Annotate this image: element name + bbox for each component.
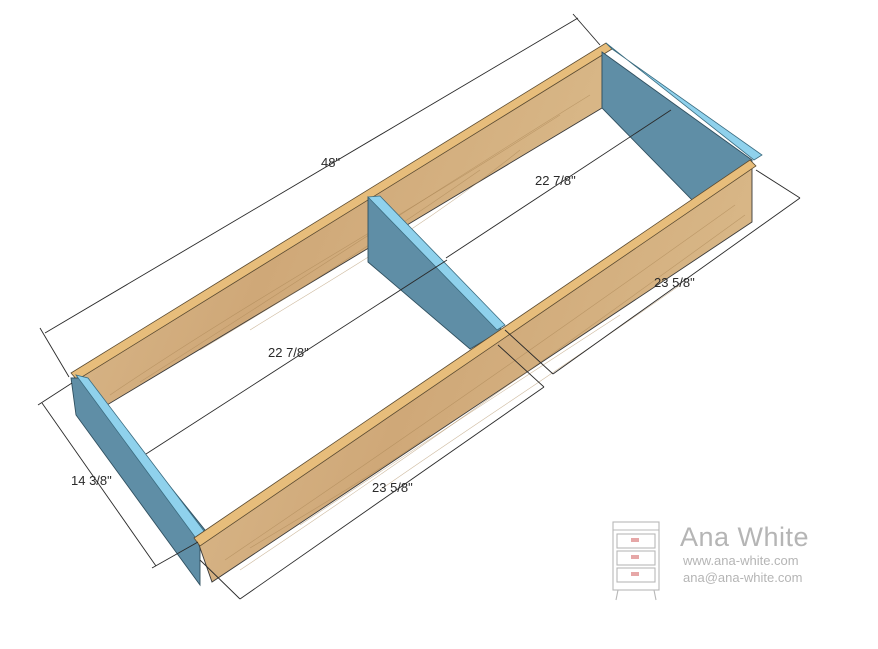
label-box-width: 14 3/8" (71, 473, 112, 488)
middle-divider-panel (367, 195, 506, 350)
front-board-grain (224, 204, 746, 571)
label-overall-length: 48" (321, 155, 340, 170)
dim-line-left-section (239, 386, 545, 600)
dim-line-right-section (552, 197, 801, 375)
dim-line-box-width (41, 402, 157, 567)
front-side-board (193, 159, 757, 583)
watermark-email: ana@ana-white.com (683, 570, 802, 585)
dimension-lines (37, 13, 801, 600)
dresser-logo-icon (612, 521, 660, 601)
dimension-labels: 48" 22 7/8" 22 7/8" 23 5/8" 23 5/8" 14 3… (71, 155, 695, 495)
label-back-bay-depth: 22 7/8" (535, 173, 576, 188)
label-front-bay-depth: 22 7/8" (268, 345, 309, 360)
watermark: Ana White www.ana-white.com ana@ana-whit… (612, 521, 809, 601)
left-end-panel (70, 374, 208, 587)
label-right-section-length: 23 5/8" (654, 275, 695, 290)
right-end-panel (601, 42, 763, 201)
dim-line-back-bay (445, 109, 672, 259)
dim-line-front-bay (145, 259, 448, 455)
label-left-section-length: 23 5/8" (372, 480, 413, 495)
dim-line-overall-length (44, 17, 579, 334)
watermark-title: Ana White (680, 522, 809, 552)
watermark-website: www.ana-white.com (682, 553, 799, 568)
